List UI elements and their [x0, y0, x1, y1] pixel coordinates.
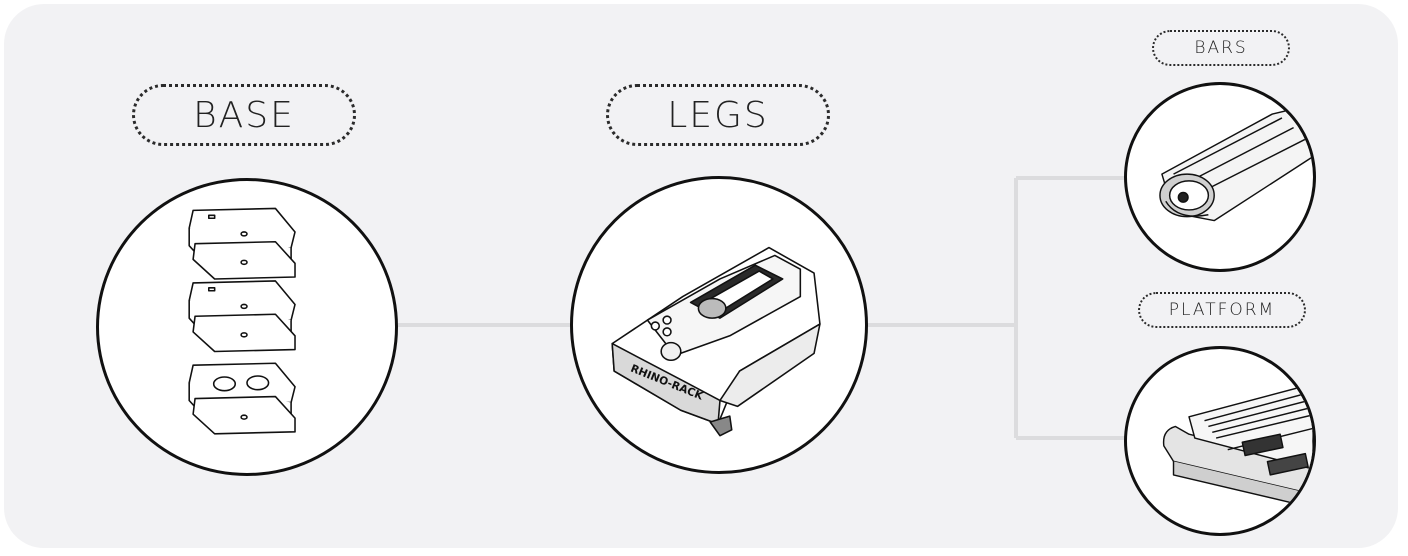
aero-bar-end-icon	[1127, 85, 1313, 269]
platform-label: PLATFORM	[1138, 292, 1306, 328]
legs-circle: RHINO-RACK	[570, 176, 868, 474]
bars-label: BARS	[1152, 30, 1290, 66]
base-circle	[96, 178, 398, 476]
mounting-bracket-stack-icon	[99, 181, 395, 473]
base-label-text: BASE	[193, 95, 295, 136]
bars-label-text: BARS	[1194, 38, 1247, 58]
base-label: BASE	[132, 84, 356, 146]
platform-label-text: PLATFORM	[1169, 300, 1275, 320]
roof-rack-leg-icon: RHINO-RACK	[573, 179, 865, 471]
platform-corner-icon	[1127, 349, 1313, 533]
platform-circle	[1124, 346, 1316, 536]
bars-circle	[1124, 82, 1316, 272]
legs-label: LEGS	[606, 84, 830, 146]
legs-label-text: LEGS	[667, 95, 769, 136]
